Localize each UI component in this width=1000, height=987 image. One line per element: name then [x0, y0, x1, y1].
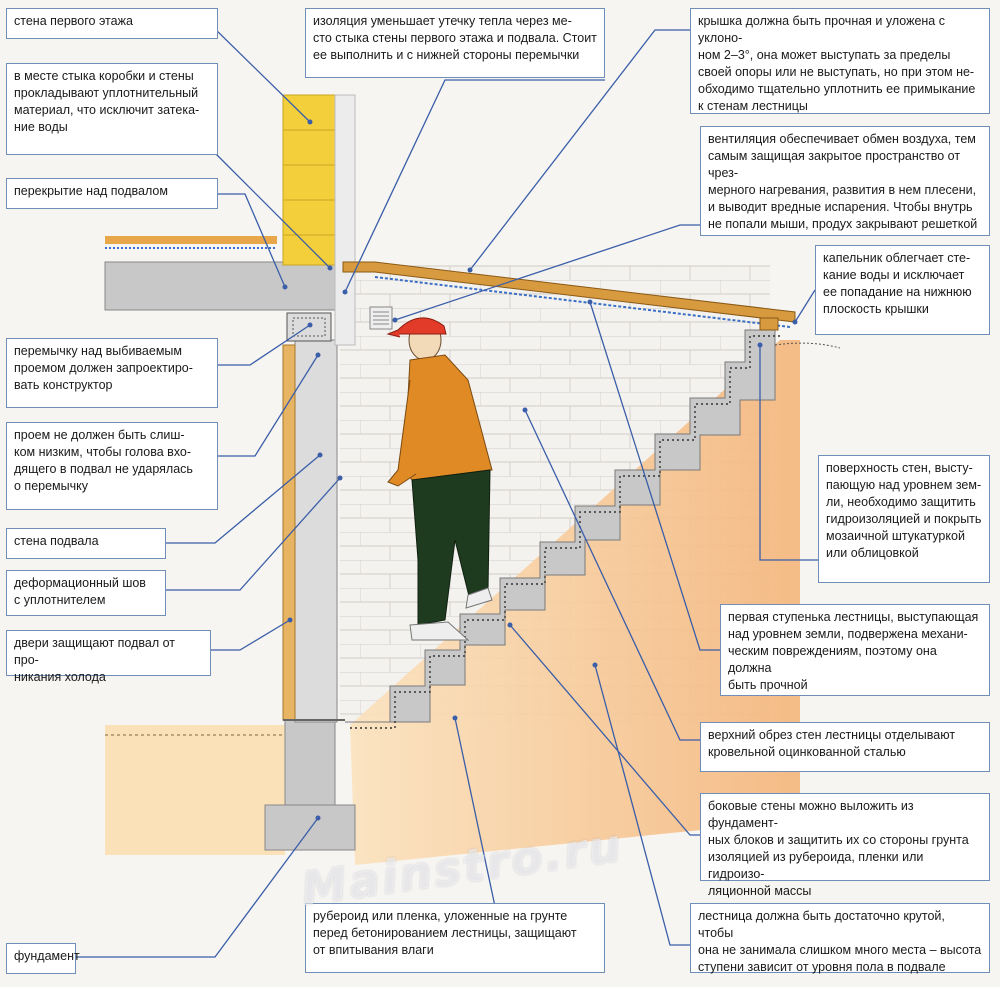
callout-side-walls: боковые стены можно выложить из фундамен…	[700, 793, 990, 898]
foundation-footing	[264, 804, 356, 851]
callout-opening-height: проем не должен быть слиш- ком низким, ч…	[6, 422, 218, 510]
callout-drip-edge: капельник облегчает сте- кание воды и ис…	[815, 245, 990, 335]
callout-ventilation: вентиляция обеспечивает обмен воздуха, т…	[700, 126, 990, 236]
basement-wall-section	[294, 339, 338, 723]
callout-foundation: фундамент	[6, 943, 80, 974]
stair-membrane	[350, 335, 780, 729]
callout-roof-cover: крышка должна быть прочная и уложена с у…	[690, 8, 990, 114]
floor-slab	[104, 261, 338, 311]
callout-stair-steepness: лестница должна быть достаточно крутой, …	[690, 903, 990, 974]
callout-roofing-felt: рубероид или пленка, уложенные на грунте…	[305, 903, 605, 973]
callout-expansion-joint: деформационный шов с уплотнителем	[6, 570, 166, 616]
person-figure	[386, 317, 493, 641]
stair-concrete	[345, 329, 776, 723]
callout-wall-surface: поверхность стен, высту- пающую над уров…	[818, 455, 990, 583]
callout-sealing-material: в месте стыка коробки и стены прокладыва…	[6, 63, 218, 155]
callout-basement-ceiling: перекрытие над подвалом	[6, 178, 218, 209]
leader-dots	[282, 119, 798, 821]
foundation-block	[284, 719, 336, 806]
callout-lintel: перемычку над выбиваемым проемом должен …	[6, 338, 218, 408]
soil-backfill	[350, 340, 800, 865]
callout-first-floor-wall: стена первого этажа	[6, 8, 218, 39]
callout-doors: двери защищают подвал от про- никания хо…	[6, 630, 211, 684]
callout-basement-wall: стена подвала	[6, 528, 166, 559]
ground-soil-left	[105, 725, 285, 855]
leader-lines	[75, 23, 820, 958]
vent-grille	[369, 306, 393, 330]
callout-insulation: изоляция уменьшает утечку тепла через ме…	[305, 8, 605, 78]
callout-first-step: первая ступенька лестницы, выступающая н…	[720, 604, 990, 696]
callout-upper-edge: верхний обрез стен лестницы отделывают к…	[700, 722, 990, 772]
